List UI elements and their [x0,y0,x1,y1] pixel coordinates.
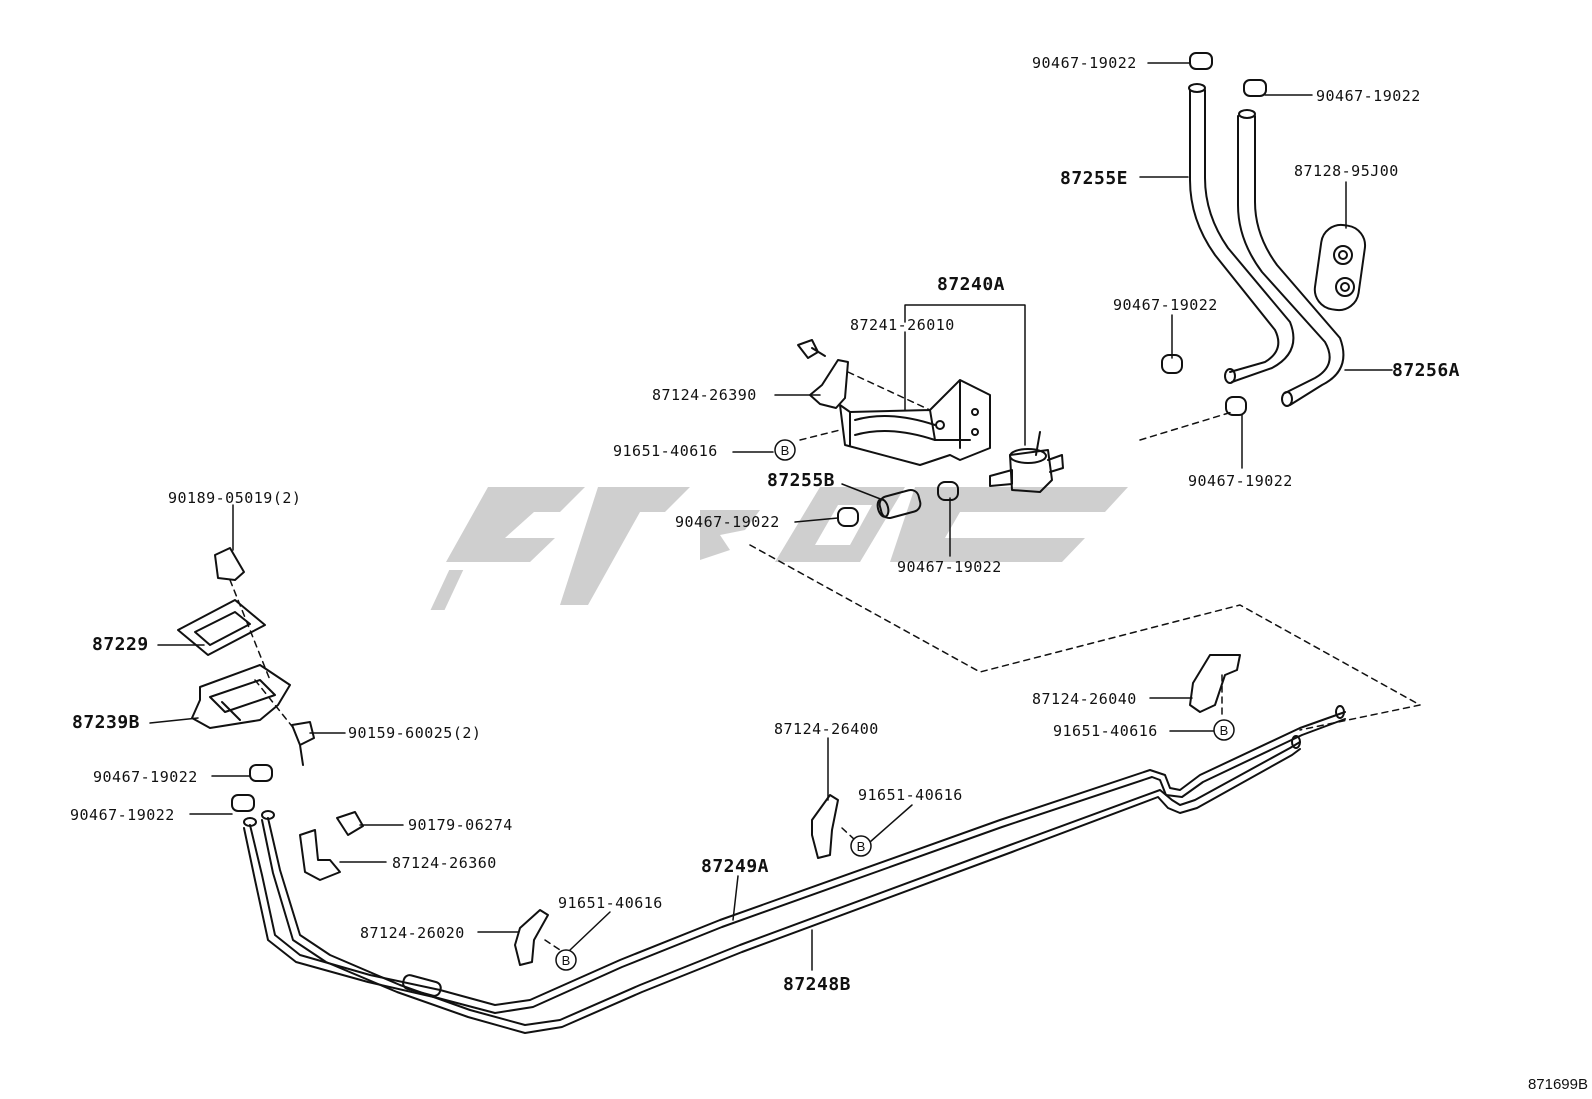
part-label: 87128-95J00 [1294,162,1399,180]
part-label: 91651-40616 [558,894,663,912]
part-label: 90179-06274 [408,816,513,834]
line-art [149,52,1421,1034]
nut-90179 [336,811,364,836]
pipe-87248B-inner [261,748,1301,1034]
pipe-87248B [267,741,1301,1026]
part-label: 90189-05019(2) [168,489,302,507]
part-label: 87124-26400 [774,720,879,738]
pipe-87249A-inner [243,718,1346,1014]
part-label: 87124-26020 [360,924,465,942]
bracket-87241 [839,379,991,466]
callout-circles: B B B B [555,439,1235,971]
callout-b-2: B [1220,723,1229,738]
clip-87124-26360 [299,829,341,881]
part-label: 87255E [1060,168,1129,189]
part-label: 87124-26360 [392,854,497,872]
part-label: 90467-19022 [1113,296,1218,314]
part-label: 87124-26390 [652,386,757,404]
part-label: 90467-19022 [1316,87,1421,105]
grommet-87128 [1313,223,1367,312]
case-87239B [191,664,291,729]
part-label: 91651-40616 [1053,722,1158,740]
vsv-valve-87240A [989,431,1064,493]
hose-87255E [1189,89,1295,383]
part-label: 87248B [783,974,852,995]
bolt-top [797,339,826,359]
part-label: 87240A [937,274,1006,295]
part-label: 90467-19022 [1032,54,1137,72]
screw-90159 [291,721,315,766]
cover-87229 [177,599,266,656]
part-label: 87239B [72,712,141,733]
clip-87124-26040 [1189,654,1241,713]
pipe-87249A [249,711,1346,1006]
fitting-90189 [214,547,245,581]
part-label: 90467-19022 [93,768,198,786]
part-label: 87241-26010 [850,316,955,334]
part-label: 87255B [767,470,836,491]
part-label: 90159-60025(2) [348,724,482,742]
watermark-logo [430,487,1128,610]
clip-87124-26020 [514,909,549,966]
clip-87124-26400 [811,794,839,859]
part-label: 87229 [92,634,149,655]
part-label: 91651-40616 [613,442,718,460]
figure-number: 871699B [1527,1076,1588,1093]
part-label: 90467-19022 [897,558,1002,576]
callout-b-3: B [857,839,866,854]
part-label: 87256A [1392,360,1461,381]
part-label: 91651-40616 [858,786,963,804]
callout-b-1: B [781,443,790,458]
hose-87255B [878,488,922,520]
part-label: 87124-26040 [1032,690,1137,708]
part-label: 87249A [701,856,770,877]
part-label: 90467-19022 [70,806,175,824]
clip-87124-26390 [809,359,849,409]
callout-b-4: B [562,953,571,968]
part-label: 90467-19022 [675,513,780,531]
part-label: 90467-19022 [1188,472,1293,490]
hose-87256A [1237,115,1345,406]
